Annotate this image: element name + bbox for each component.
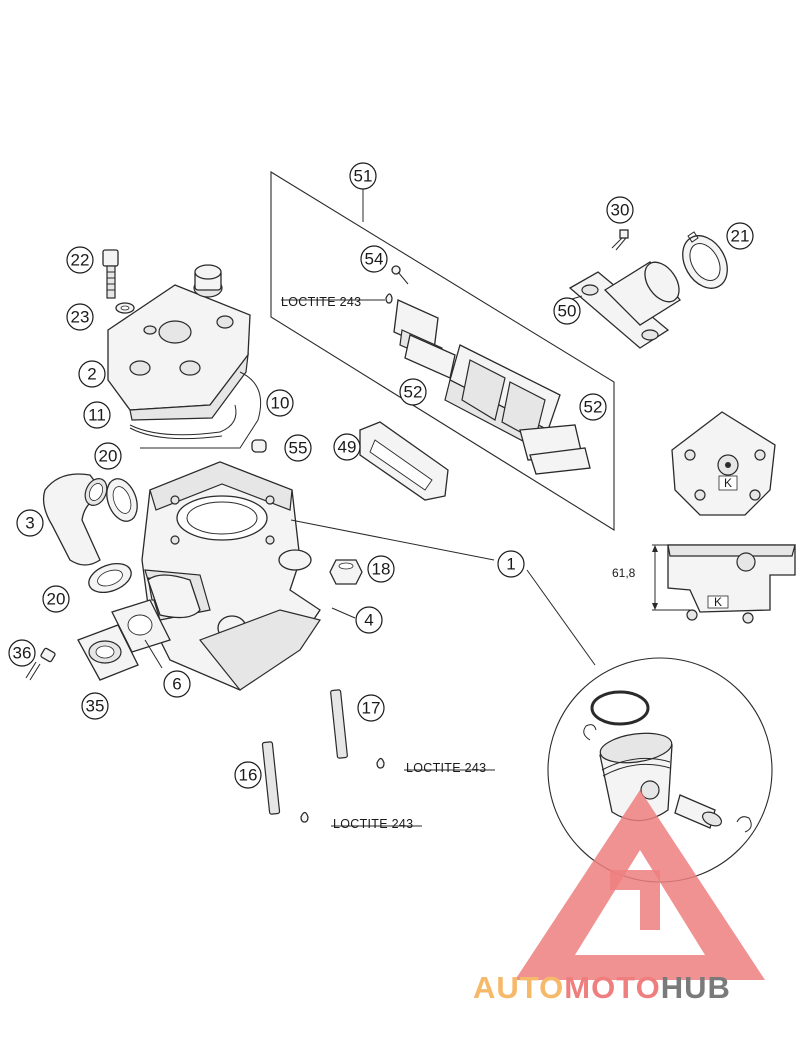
callout-20-lower: 20 (42, 585, 70, 613)
callout-16: 16 (234, 761, 262, 789)
callout-4: 4 (355, 606, 383, 634)
callout-1: 1 (497, 550, 525, 578)
plug (251, 439, 267, 453)
callout-52-right: 52 (579, 393, 607, 421)
reed-screw (385, 265, 409, 304)
piston-ring (590, 690, 650, 726)
callout-17: 17 (357, 694, 385, 722)
svg-text:4: 4 (364, 611, 373, 630)
cylinder (141, 461, 321, 691)
callout-23: 23 (66, 303, 94, 331)
piston-pin (674, 794, 723, 829)
exhaust-flange (147, 574, 201, 619)
head-detail-view: K (671, 411, 776, 516)
svg-text:20: 20 (99, 447, 118, 466)
cylinder-mark-label: K (714, 595, 722, 609)
callout-21: 21 (726, 222, 754, 250)
callout-55: 55 (284, 434, 312, 462)
svg-text:16: 16 (239, 766, 258, 785)
stud-16 (261, 741, 309, 823)
reed-petal-left (393, 299, 456, 379)
svg-text:54: 54 (365, 250, 384, 269)
exhaust-elbow (42, 473, 108, 566)
loctite-label-reed-screw: LOCTITE 243 (281, 295, 361, 309)
svg-text:49: 49 (338, 438, 357, 457)
svg-text:11: 11 (88, 406, 106, 425)
svg-text:52: 52 (404, 383, 423, 402)
svg-text:3: 3 (25, 514, 34, 533)
cylinder-head (107, 264, 251, 421)
circlip-left (583, 724, 597, 741)
intake-gasket (359, 421, 449, 501)
flange-bolt (25, 647, 56, 681)
svg-text:6: 6 (172, 675, 181, 694)
callout-10: 10 (266, 389, 294, 417)
svg-text:35: 35 (86, 697, 105, 716)
callout-22: 22 (66, 246, 94, 274)
svg-text:10: 10 (271, 394, 290, 413)
svg-text:20: 20 (47, 590, 66, 609)
callout-49: 49 (333, 433, 361, 461)
needle-bearing-lower (88, 563, 132, 593)
callout-36: 36 (8, 639, 36, 667)
callout-6: 6 (163, 670, 191, 698)
circlip-right (736, 816, 752, 833)
needle-bearing-upper (106, 478, 138, 522)
callout-3: 3 (16, 509, 44, 537)
svg-text:21: 21 (731, 227, 750, 246)
callout-51: 51 (349, 162, 377, 190)
callout-52-left: 52 (399, 378, 427, 406)
svg-text:18: 18 (372, 560, 391, 579)
callout-50: 50 (553, 297, 581, 325)
callout-2: 2 (78, 360, 106, 388)
collar-nut (329, 559, 363, 585)
manifold-screw (611, 229, 629, 251)
svg-text:2: 2 (87, 365, 96, 384)
piston (599, 732, 673, 822)
head-o-ring (129, 404, 237, 440)
callout-18: 18 (367, 555, 395, 583)
loctite-label-stud-17: LOCTITE 243 (406, 761, 486, 775)
svg-text:17: 17 (362, 699, 381, 718)
callout-54: 54 (360, 245, 388, 273)
svg-text:51: 51 (354, 167, 373, 186)
callout-30: 30 (606, 196, 634, 224)
callout-20-upper: 20 (94, 442, 122, 470)
reed-valve-kit-panel (270, 171, 615, 531)
leader-lines (144, 295, 596, 827)
exhaust-flange-socket (77, 624, 139, 681)
loctite-label-stud-16: LOCTITE 243 (333, 817, 413, 831)
callout-11: 11 (83, 401, 111, 429)
svg-text:50: 50 (558, 302, 577, 321)
stud-17 (330, 689, 385, 769)
reed-valve-block (444, 344, 591, 475)
head-bolt (102, 249, 119, 299)
head-gasket-wire (140, 371, 262, 449)
watermark-text: AUTOMOTOHUB (473, 970, 731, 1005)
hose-clamp (682, 231, 728, 289)
svg-text:1: 1 (506, 555, 515, 574)
head-washer (115, 302, 135, 314)
callout-35: 35 (81, 692, 109, 720)
svg-text:55: 55 (289, 439, 308, 458)
svg-text:52: 52 (584, 398, 603, 417)
watermark-logo: AUTOMOTOHUB (473, 790, 765, 1005)
head-mark-label: K (724, 476, 732, 490)
dimension-label: 61,8 (612, 566, 636, 580)
svg-text:36: 36 (13, 644, 32, 663)
svg-text:23: 23 (71, 308, 90, 327)
svg-text:22: 22 (71, 251, 90, 270)
piston-detail-circle (547, 657, 773, 883)
svg-text:30: 30 (611, 201, 630, 220)
cylinder-detail-view: K 61,8 (612, 544, 796, 624)
intake-manifold (568, 261, 681, 349)
